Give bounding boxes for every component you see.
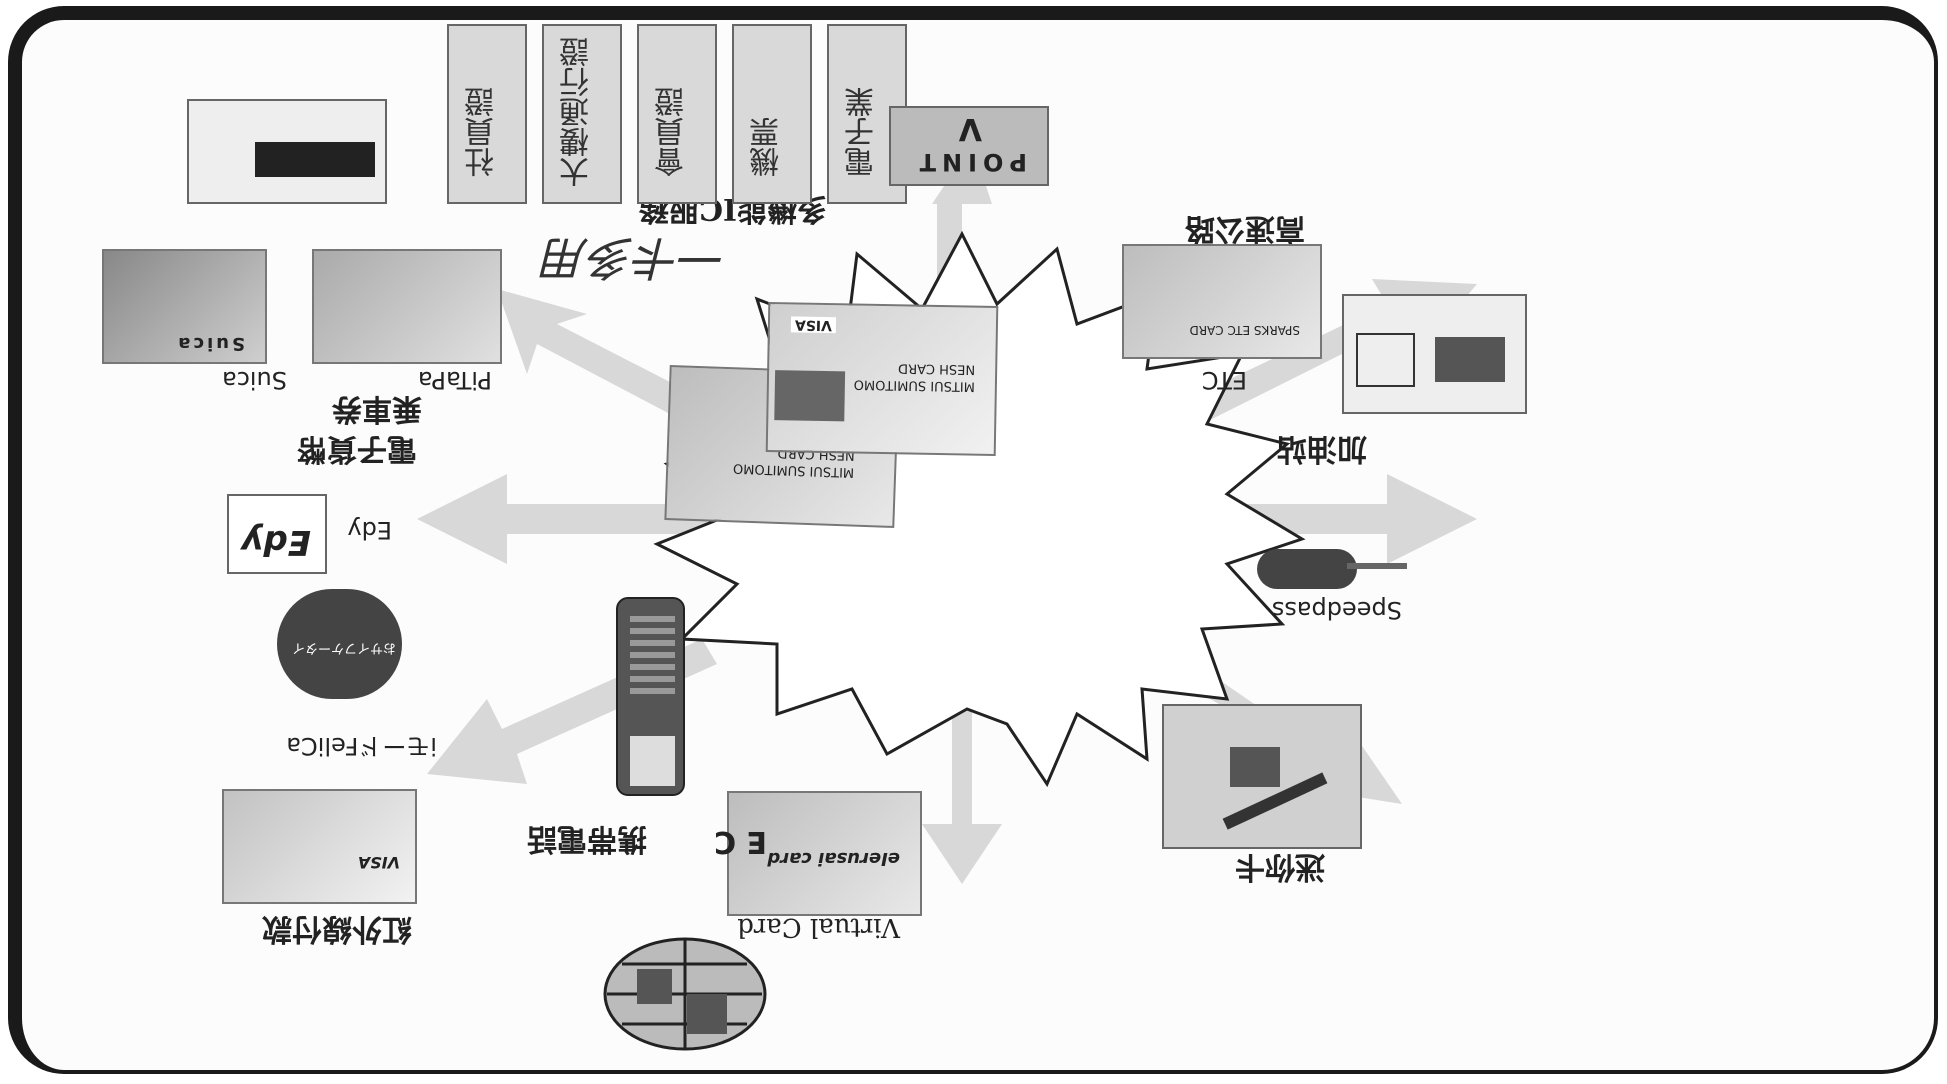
pitapa-caption: PiTaPa (417, 366, 492, 394)
etc-card-text: SPARKS ETC CARD (1189, 323, 1300, 337)
arrow-right-1 (1177, 474, 1477, 564)
infrared-card-visa: VISA (357, 853, 400, 872)
arrow-left-1 (417, 474, 707, 564)
service-box-3: 會員證 (637, 24, 717, 204)
pitapa-card (312, 249, 502, 364)
arrow-down (922, 694, 1002, 884)
infrared-payment-card: VISA (222, 789, 417, 904)
osaifu-logo-text: おサイフケータイ (291, 640, 396, 655)
service-box-4: 大樓通行證 (542, 24, 622, 204)
point-logo-text: POINT (913, 148, 1027, 176)
osaifu-keitai-logo: おサイフケータイ (277, 589, 402, 699)
speedpass-caption: Speedpass (1271, 596, 1402, 624)
mobile-label: 携帯電話 (527, 821, 647, 856)
service-label: 大樓通行證 (560, 37, 595, 187)
mini-card-shape (1230, 747, 1280, 787)
keyfob-body (1257, 549, 1357, 589)
card-issuer-text: MITSUI SUMITOMO (732, 460, 855, 480)
phone-screen (630, 736, 675, 786)
service-box-2: 機票 (732, 24, 812, 204)
booth-shape (1356, 333, 1415, 387)
infrared-payment-label: 紅外線付款 (262, 911, 412, 946)
service-box-5: 社員證 (447, 24, 527, 204)
virtual-card-text: eIerusai card (767, 848, 900, 869)
suica-card-text: Suica (175, 333, 245, 354)
car-shape (1435, 337, 1505, 382)
toll-gate-image (1342, 294, 1527, 414)
etc-card: SPARKS ETC CARD (1122, 244, 1322, 359)
mobile-phone-image (616, 597, 685, 796)
card-hologram (774, 370, 846, 422)
speedpass-keyfob-image (1227, 514, 1407, 604)
gate-slot (255, 142, 375, 177)
suica-caption: Suica (221, 366, 287, 394)
etc-caption: ETC (1201, 366, 1247, 394)
ec-label: E C (714, 824, 767, 859)
ic-card-front: MITSUI SUMITOMO NESH CARD VISA (765, 302, 999, 456)
point-logo-v: V (958, 111, 982, 146)
keyfob-key (1347, 563, 1407, 569)
v-point-logo: POINT V (889, 106, 1049, 186)
felica-caption: iモードFeliCa (286, 732, 437, 760)
service-label: 機票 (750, 117, 785, 177)
service-label: 社員證 (465, 87, 500, 177)
mini-card-keys-image (1162, 704, 1362, 849)
suica-card: Suica (102, 249, 267, 364)
mini-card-label: 迷你卡 (1235, 849, 1325, 884)
electronic-money-label: 電子貨幣 (297, 431, 417, 466)
edy-logo: Edy (227, 494, 327, 574)
handwriting-note: 一卡多用 (543, 231, 727, 285)
globe-icon (603, 937, 767, 1051)
service-label: 會員證 (655, 87, 690, 177)
card-type-text: NESH CARD (897, 360, 976, 377)
edy-logo-text: Edy (241, 522, 311, 562)
card-brand-visa: VISA (790, 316, 837, 334)
gas-station-label: 加油站 (1277, 431, 1367, 466)
service-label: 電子業 (845, 87, 880, 177)
phone-keypad (630, 614, 675, 694)
card-issuer-text: MITSUI SUMITOMO (853, 376, 976, 394)
train-ticket-label: 乗車券 (332, 391, 422, 426)
ticket-gate-image (187, 99, 387, 204)
edy-caption: Edy (347, 516, 392, 544)
